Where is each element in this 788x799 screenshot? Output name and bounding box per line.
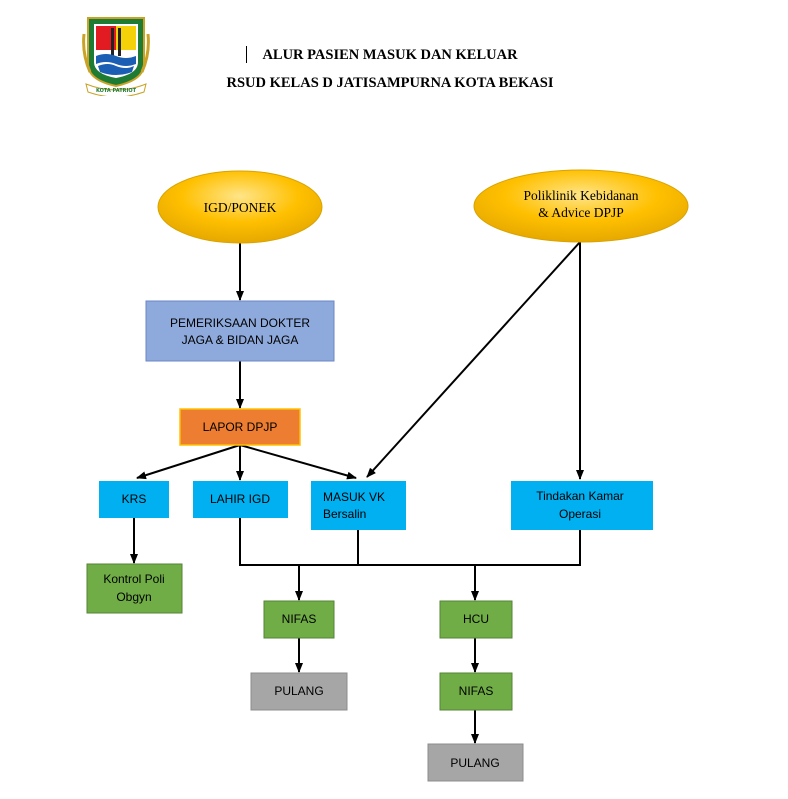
node-pulang-2: PULANG xyxy=(427,743,524,782)
edge-poli-masuk xyxy=(366,241,581,478)
page-title: ALUR PASIEN MASUK DAN KELUAR xyxy=(262,47,518,63)
node-pemeriksaan-label-2: JAGA & BIDAN JAGA xyxy=(182,333,299,347)
node-masuk-vk: MASUK VK Bersalin xyxy=(311,481,406,530)
node-hcu: HCU xyxy=(439,600,513,639)
node-kontrol-label-1: Kontrol Poli xyxy=(103,572,164,586)
node-nifas-2: NIFAS xyxy=(439,672,513,711)
node-pemeriksaan: PEMERIKSAAN DOKTER JAGA & BIDAN JAGA xyxy=(145,300,335,362)
connectors xyxy=(130,241,584,744)
node-kontrol-poli: Kontrol Poli Obgyn xyxy=(86,563,183,614)
node-nifas1-label: NIFAS xyxy=(282,612,317,626)
node-lahir-label: LAHIR IGD xyxy=(210,492,270,506)
edge-lapor-krs xyxy=(136,444,241,480)
node-kontrol-label-2: Obgyn xyxy=(116,590,151,604)
node-nifas2-label: NIFAS xyxy=(459,684,494,698)
node-pulang-1: PULANG xyxy=(250,672,348,711)
node-pemeriksaan-label-1: PEMERIKSAAN DOKTER xyxy=(170,316,310,330)
logo-text: KOTA PATRIOT xyxy=(96,88,137,94)
page-subtitle: RSUD KELAS D JATISAMPURNA KOTA BEKASI xyxy=(226,75,554,91)
node-lahir-igd: LAHIR IGD xyxy=(193,481,288,518)
node-poliklinik: Poliklinik Kebidanan & Advice DPJP xyxy=(473,169,689,243)
node-hcu-label: HCU xyxy=(463,612,489,626)
node-masuk-label-2: Bersalin xyxy=(323,507,366,521)
node-tindakan-label-2: Operasi xyxy=(559,507,601,521)
node-masuk-label-1: MASUK VK xyxy=(323,490,385,504)
node-pulang2-label: PULANG xyxy=(450,756,499,770)
node-pulang1-label: PULANG xyxy=(274,684,323,698)
kota-bekasi-logo: KOTA PATRIOT xyxy=(82,14,150,98)
node-krs: KRS xyxy=(99,481,169,518)
text-cursor xyxy=(246,46,247,63)
node-krs-label: KRS xyxy=(122,492,147,506)
node-lapor-label: LAPOR DPJP xyxy=(203,420,278,434)
node-tindakan-kamar-operasi: Tindakan Kamar Operasi xyxy=(511,481,653,530)
node-igd-label: IGD/PONEK xyxy=(204,200,277,215)
node-nifas-1: NIFAS xyxy=(263,600,335,639)
edge-lapor-masuk xyxy=(239,444,357,480)
node-igd: IGD/PONEK xyxy=(157,170,323,244)
node-tindakan-label-1: Tindakan Kamar xyxy=(536,489,624,503)
node-lapor-dpjp: LAPOR DPJP xyxy=(179,408,301,446)
node-poli-label-1: Poliklinik Kebidanan xyxy=(523,188,638,203)
node-poli-label-2: & Advice DPJP xyxy=(538,205,624,220)
